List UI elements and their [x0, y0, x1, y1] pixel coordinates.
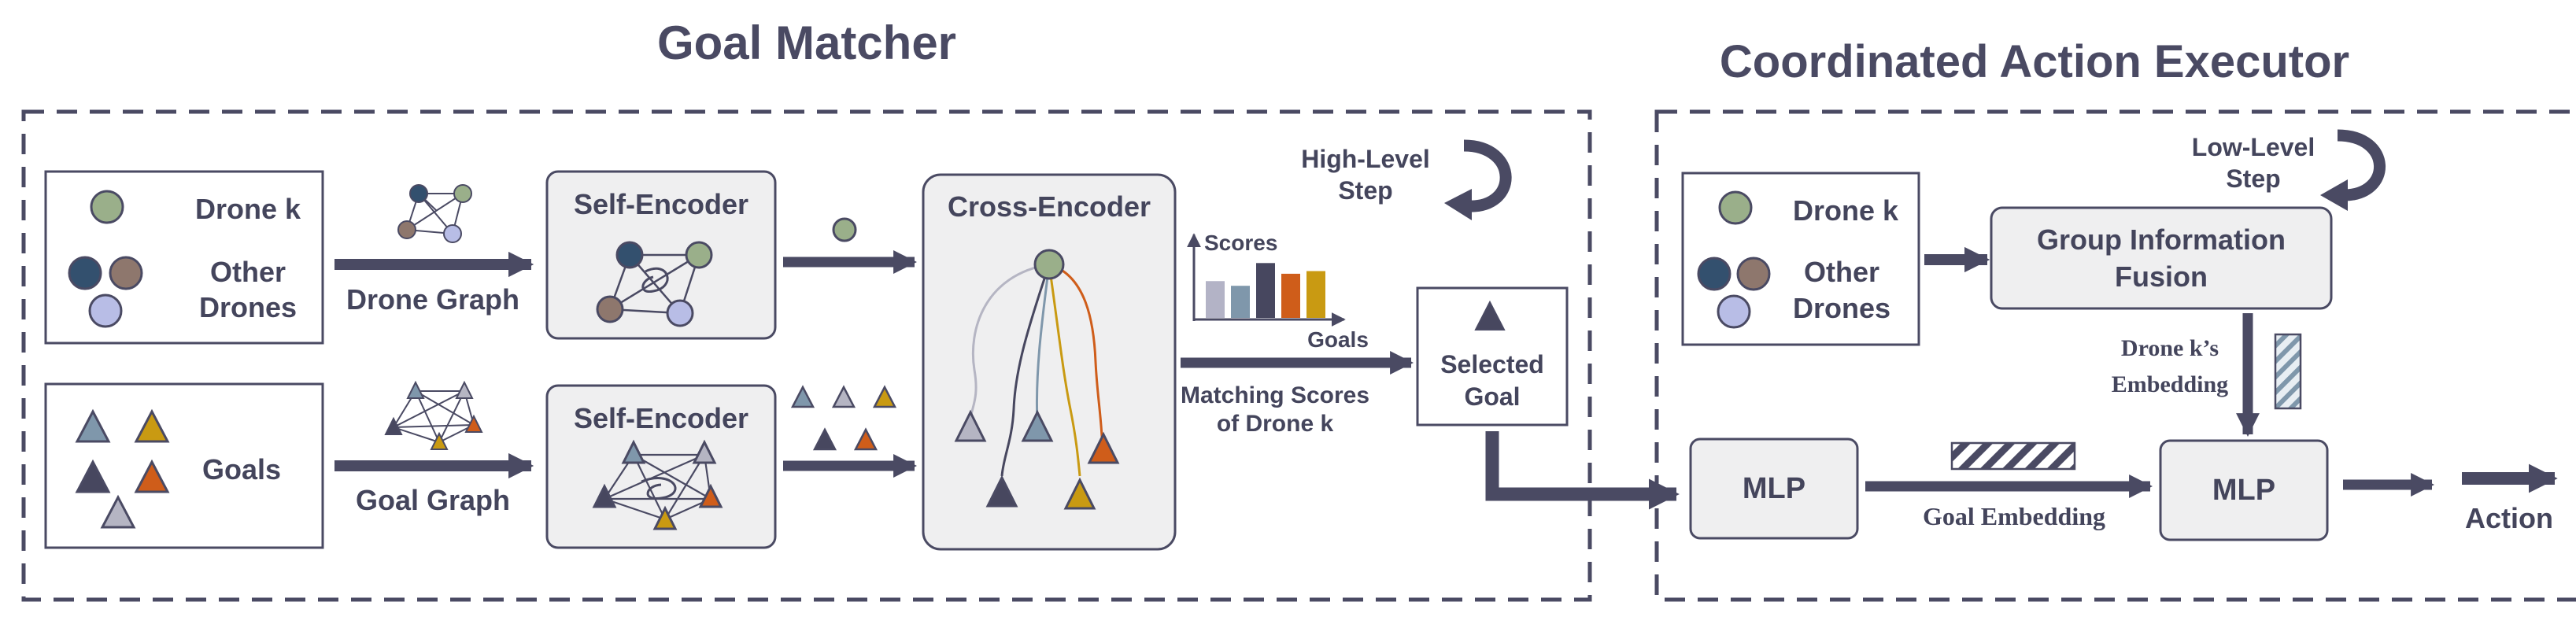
chart-bar	[1256, 263, 1275, 318]
goal-node	[100, 494, 136, 529]
goal-embedding-label: Goal Embedding	[1923, 502, 2105, 530]
goal-panel: Goals	[44, 382, 324, 549]
executor-drone-panel: Drone k Other Drones	[1681, 172, 1920, 346]
chart-bar	[1231, 286, 1250, 318]
chart-bar	[1206, 281, 1225, 318]
low-level-step-label-1: Low-Level	[2192, 133, 2315, 161]
exec-drone-k-label: Drone k	[1793, 194, 1899, 227]
high-level-step-label-1: High-Level	[1301, 145, 1430, 173]
chart-ylabel: Scores	[1204, 231, 1277, 255]
selected-goal: Selected Goal	[1416, 286, 1569, 426]
other-drone-node	[1697, 257, 1732, 291]
drone-panel: Drone k Other Drones	[44, 170, 324, 345]
action-label: Action	[2465, 502, 2553, 534]
goal-graph-icon	[384, 380, 483, 450]
goal-node	[75, 408, 111, 443]
goal-matcher-title: Goal Matcher	[657, 17, 956, 69]
high-level-step: High-Level Step	[1301, 139, 1512, 220]
executor-container	[1654, 109, 2576, 602]
goal-node	[75, 459, 111, 493]
other-drones-label-1: Other	[210, 256, 286, 288]
cross-encoder-label: Cross-Encoder	[948, 190, 1151, 223]
drone-embedding-node	[832, 217, 857, 242]
other-drone-node	[1717, 294, 1751, 329]
drone-graph-icon	[397, 184, 472, 243]
exec-other-drones-label-1: Other	[1804, 256, 1879, 288]
goal-graph-label: Goal Graph	[356, 484, 510, 516]
self-encoder-bottom: Self-Encoder	[545, 384, 777, 549]
other-drone-node	[1736, 257, 1771, 291]
executor-title: Coordinated Action Executor	[1720, 36, 2349, 87]
drone-k-embedding-vector	[2274, 333, 2302, 410]
goals-label: Goals	[202, 453, 281, 486]
drone-k-node	[90, 190, 124, 224]
mlp-right: MLP	[2159, 439, 2329, 541]
self-encoder-top: Self-Encoder	[545, 170, 777, 340]
fusion-label-2: Fusion	[2115, 260, 2208, 293]
goal-embedding-vector	[1950, 441, 2076, 471]
drone-k-label: Drone k	[195, 193, 301, 225]
chart-bar	[1306, 271, 1325, 318]
mlp-left: MLP	[1689, 438, 1859, 540]
other-drones-label-2: Drones	[199, 291, 297, 323]
other-drone-node	[88, 294, 123, 328]
drone-embedding-label-1: Drone k’s	[2121, 335, 2219, 361]
selected-goal-label-1: Selected	[1440, 350, 1544, 378]
mlp-left-label: MLP	[1743, 472, 1805, 505]
low-level-step: Low-Level Step	[2192, 129, 2386, 211]
chart-xlabel: Goals	[1307, 327, 1369, 352]
drone-k-node	[1718, 190, 1753, 225]
self-encoder-top-label: Self-Encoder	[574, 188, 748, 220]
goal-embedding-nodes	[790, 385, 897, 451]
group-information-fusion: Group Information Fusion	[1990, 206, 2333, 310]
selected-goal-icon	[1474, 300, 1506, 330]
cross-encoder: Cross-Encoder	[922, 173, 1177, 551]
selected-goal-to-mlp-arrow	[1485, 431, 1680, 510]
loop-arrow-icon	[1444, 189, 1472, 220]
high-level-step-label-2: Step	[1338, 176, 1392, 205]
drone-embedding-label-2: Embedding	[2112, 371, 2228, 397]
goal-node	[134, 408, 170, 443]
exec-other-drones-label-2: Drones	[1793, 292, 1890, 324]
mlp-right-label: MLP	[2212, 474, 2275, 507]
matching-scores-label-1: Matching Scores	[1181, 382, 1369, 408]
other-drone-node	[109, 256, 143, 290]
selected-goal-label-2: Goal	[1464, 382, 1520, 411]
other-drone-node	[68, 256, 102, 290]
low-level-step-label-2: Step	[2226, 164, 2280, 193]
goal-node	[134, 459, 170, 493]
chart-bar	[1281, 273, 1300, 318]
fusion-label-1: Group Information	[2037, 223, 2286, 256]
loop-arrow-icon	[2320, 179, 2348, 211]
self-encoder-bottom-label: Self-Encoder	[574, 402, 748, 434]
drone-graph-label: Drone Graph	[346, 283, 519, 316]
matching-scores-label-2: of Drone k	[1217, 411, 1334, 437]
scores-chart: Scores Goals	[1187, 231, 1369, 352]
